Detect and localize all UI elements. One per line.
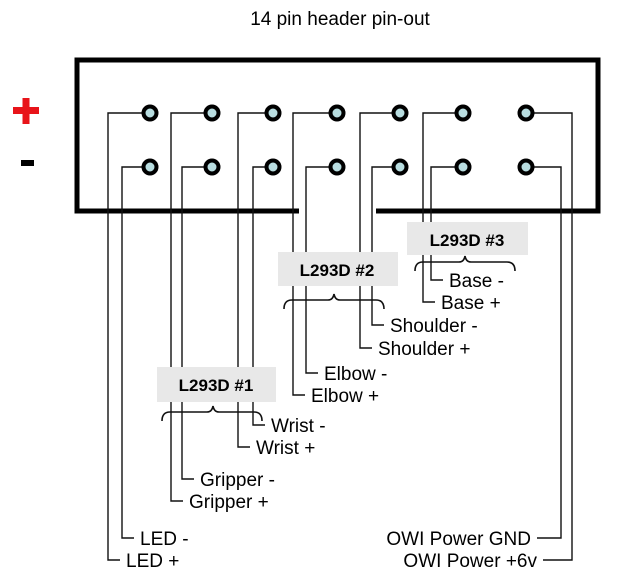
- driver-l293d-1: L293D #1: [157, 367, 276, 422]
- pin-1-minus: [141, 158, 159, 176]
- wire-3-plus: [237, 112, 273, 448]
- connection-label: Wrist -: [271, 416, 326, 437]
- connection-label: Shoulder -: [390, 316, 478, 337]
- connection-label: Elbow +: [311, 386, 379, 407]
- driver-l293d-3: L293D #3: [407, 222, 528, 272]
- chip-label-bg: [407, 222, 528, 255]
- chip-label-bg: [278, 252, 398, 286]
- wire-3-minus: [252, 166, 273, 426]
- brace-icon: [161, 405, 263, 422]
- brace-icon: [283, 293, 385, 310]
- wire-2-plus: [170, 112, 212, 502]
- connection-label: Wrist +: [256, 438, 315, 459]
- labels-layer: LED +LED -Gripper +Gripper - Wrist +Wrist…: [126, 271, 537, 572]
- wire-7-plus: [526, 112, 573, 561]
- diagram-title: 14 pin header pin-out: [250, 9, 430, 30]
- header-outline: [74, 57, 601, 214]
- connection-label: Base -: [449, 271, 504, 292]
- pin-3-plus: [264, 104, 282, 122]
- pin-4-minus: [328, 158, 346, 176]
- wire-7-minus: [526, 166, 562, 539]
- pin-4-plus: [328, 104, 346, 122]
- connection-label: Shoulder +: [378, 339, 470, 360]
- connection-label: Gripper +: [189, 492, 269, 513]
- pin-2-plus: [203, 104, 221, 122]
- driver-l293d-2: L293D #2: [278, 252, 398, 310]
- pin-6-minus: [454, 158, 472, 176]
- wire-1-minus: [121, 166, 150, 539]
- chip-label: L293D #1: [179, 376, 254, 395]
- pins-layer: [141, 104, 535, 176]
- wire-5-plus: [359, 112, 400, 349]
- brace-icon: [414, 255, 516, 272]
- connection-label: LED -: [140, 529, 189, 550]
- pin-7-minus: [517, 158, 535, 176]
- connection-label: Gripper -: [200, 470, 275, 491]
- plus-row-label: [13, 98, 39, 124]
- wire-1-plus: [107, 112, 150, 561]
- pin-7-plus: [517, 104, 535, 122]
- connection-label: OWI Power GND: [386, 529, 531, 550]
- pin-3-minus: [264, 158, 282, 176]
- chip-label: L293D #2: [300, 261, 375, 280]
- connection-label: LED +: [126, 551, 179, 572]
- pin-5-minus: [391, 158, 409, 176]
- connection-label: OWI Power +6v: [403, 551, 537, 572]
- pin-5-plus: [391, 104, 409, 122]
- pin-1-plus: [141, 104, 159, 122]
- wire-6-plus: [422, 112, 463, 303]
- connection-label: Elbow -: [324, 364, 387, 385]
- minus-row-label: [21, 160, 34, 166]
- chip-label-bg: [157, 367, 276, 402]
- chip-label: L293D #3: [430, 231, 505, 250]
- wires-layer: [107, 112, 573, 561]
- wire-5-minus: [371, 166, 400, 326]
- pin-2-minus: [203, 158, 221, 176]
- pin-6-plus: [454, 104, 472, 122]
- wire-2-minus: [181, 166, 212, 480]
- connection-label: Base +: [441, 293, 501, 314]
